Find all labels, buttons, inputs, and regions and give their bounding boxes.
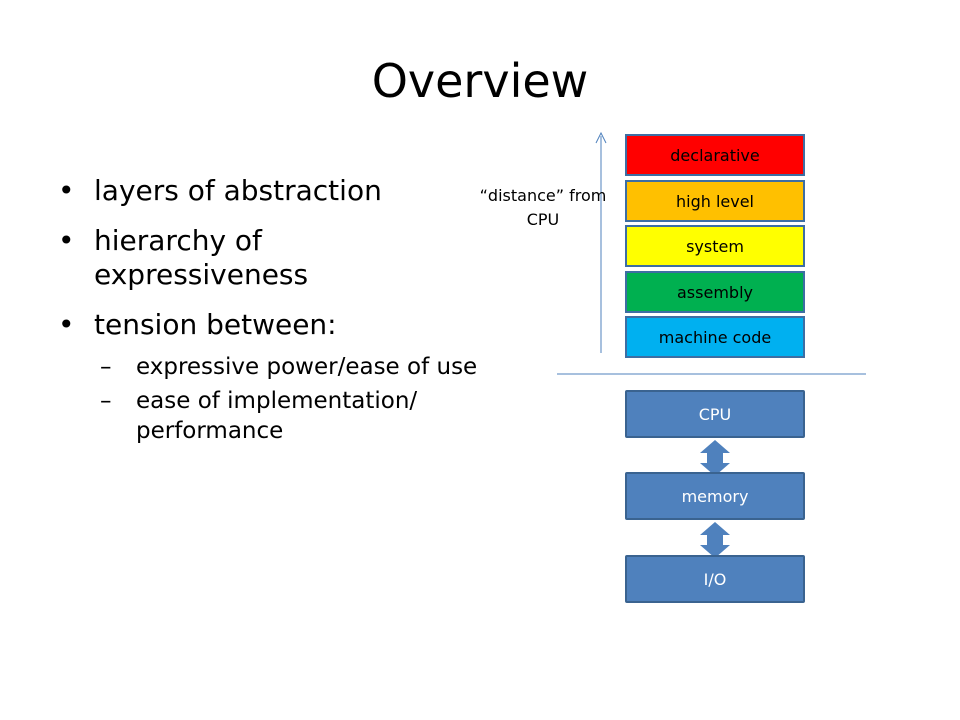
layer-label: declarative [670,145,760,165]
cpu-box: CPU [625,390,805,438]
memory-label: memory [681,486,749,506]
sub-bullet-item: – ease of implementation/ performance [58,386,478,446]
dash-icon: – [100,354,112,380]
layer-label: machine code [658,327,772,347]
bullet-item: • hierarchy of expressiveness [58,224,478,292]
layer-label: assembly [677,282,753,302]
bullet-item: • layers of abstraction [58,174,478,208]
io-box: I/O [625,555,805,603]
bullet-dot-icon: • [58,224,75,257]
bullet-item: • tension between: [58,308,478,342]
cpu-memory-connector-icon [700,440,730,476]
layer-machine-code: machine code [625,316,805,358]
sub-bullet-item: – expressive power/ease of use [58,352,478,382]
layer-label: system [686,236,744,256]
slide-title: Overview [371,54,589,108]
bullet-list: • layers of abstraction • hierarchy of e… [58,174,478,456]
layer-high-level: high level [625,180,805,222]
io-label: I/O [703,569,727,589]
memory-io-connector-icon [700,522,730,558]
memory-box: memory [625,472,805,520]
layer-declarative: declarative [625,134,805,176]
layer-system: system [625,225,805,267]
dash-icon: – [100,388,112,414]
layer-label: high level [675,191,754,211]
bullet-text: hierarchy of expressiveness [94,224,309,291]
cpu-label: CPU [698,404,732,424]
distance-axis-label: “distance” from CPU [479,186,607,229]
arrow-head-icon [595,131,607,144]
bullet-text: tension between: [94,308,337,341]
bullet-dot-icon: • [58,174,75,207]
bullet-text: layers of abstraction [94,174,382,207]
layer-assembly: assembly [625,271,805,313]
sub-bullet-text: ease of implementation/ performance [136,388,418,444]
bullet-dot-icon: • [58,308,75,341]
sub-bullet-text: expressive power/ease of use [136,354,478,380]
